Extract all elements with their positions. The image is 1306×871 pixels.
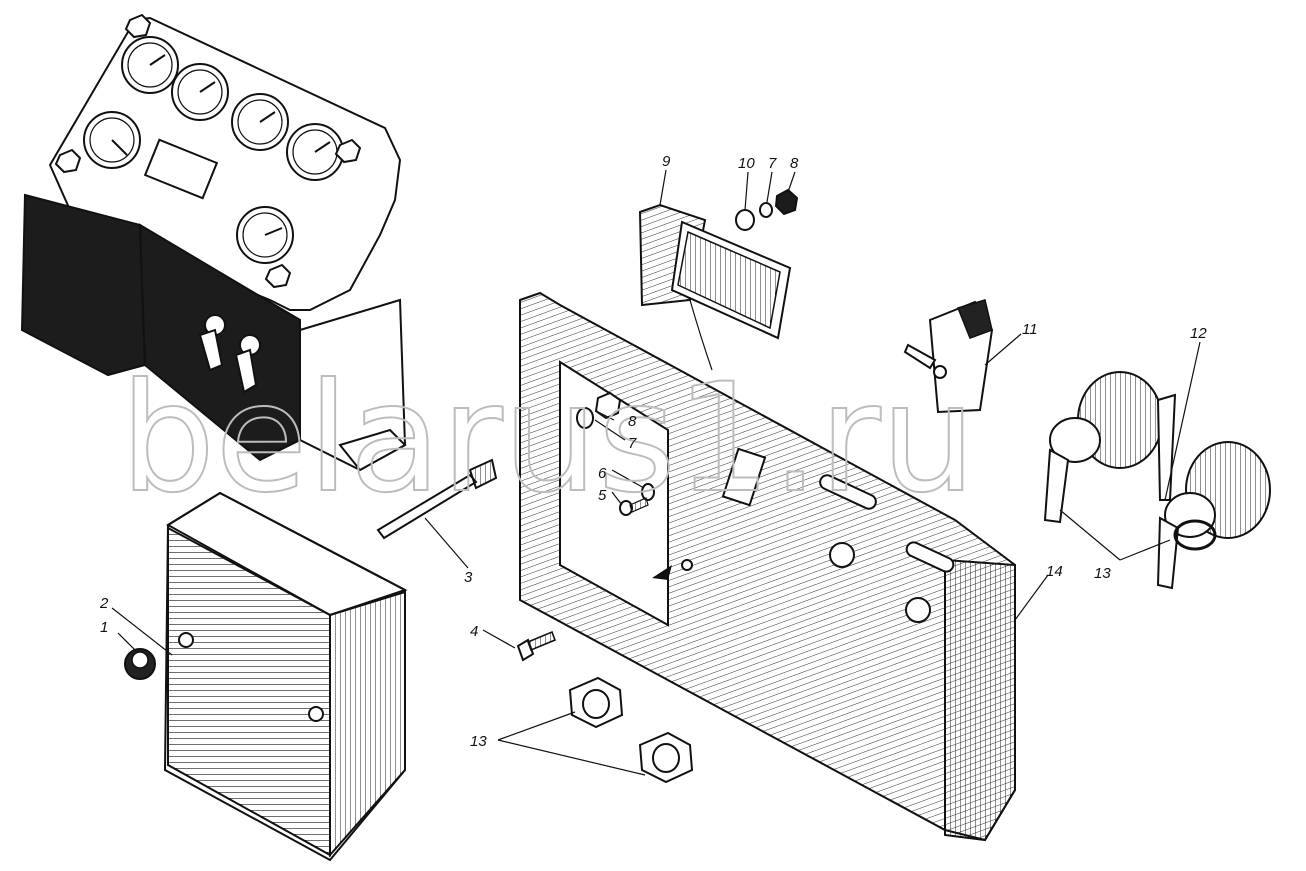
screw xyxy=(619,497,649,516)
ignition-switch xyxy=(1156,441,1271,590)
lock-washer xyxy=(759,202,773,218)
hex-bolt xyxy=(54,148,82,174)
grommet-cap xyxy=(124,648,156,680)
callout-3: 3 xyxy=(464,569,473,586)
callout-5: 5 xyxy=(598,487,607,504)
callout-labels: 1 2 3 4 5 6 7 8 9 10 7 8 11 12 13 13 14 xyxy=(99,153,1207,750)
callout-7-top: 7 xyxy=(768,155,777,172)
ignition-switch xyxy=(1043,371,1177,524)
switch-housing xyxy=(138,223,301,462)
hex-bolt xyxy=(124,13,152,39)
gauge-dial xyxy=(231,93,289,151)
callout-14: 14 xyxy=(1046,563,1063,580)
arrow-icon xyxy=(652,565,672,580)
lock-washer xyxy=(641,483,655,501)
nameplate xyxy=(143,138,219,200)
leader-lines xyxy=(111,169,1201,776)
callout-9: 9 xyxy=(662,153,671,170)
callout-11: 11 xyxy=(1022,321,1038,338)
gauge-dial xyxy=(171,63,229,121)
callout-12: 12 xyxy=(1190,325,1207,342)
hex-nut xyxy=(638,731,694,784)
gauge-dial xyxy=(286,123,344,181)
callout-10: 10 xyxy=(738,155,755,172)
cover-box xyxy=(163,491,408,862)
callout-8: 8 xyxy=(628,413,637,430)
hex-nut xyxy=(568,676,624,729)
small-bolt xyxy=(516,630,557,662)
callout-7: 7 xyxy=(628,435,637,452)
stud-bolt xyxy=(376,458,498,540)
callout-8-top: 8 xyxy=(790,155,799,172)
gauge-dial xyxy=(83,111,141,169)
resistor-block xyxy=(638,203,792,371)
nut xyxy=(774,188,799,216)
nut xyxy=(594,391,622,420)
hex-bolt xyxy=(334,138,362,164)
gauge-dial xyxy=(236,206,294,264)
switch-box xyxy=(20,193,147,377)
callout-13-lower: 13 xyxy=(470,733,487,750)
callout-1: 1 xyxy=(100,619,108,636)
callout-2: 2 xyxy=(99,595,109,612)
toggle-switch-unit xyxy=(903,299,994,414)
instrument-panel-assembly xyxy=(20,13,407,472)
callout-6: 6 xyxy=(598,465,607,482)
hex-bolt xyxy=(264,263,292,289)
callout-4: 4 xyxy=(470,623,478,640)
washer xyxy=(735,209,755,231)
washer xyxy=(576,407,594,429)
gauge-dial xyxy=(121,36,179,94)
callout-13-right: 13 xyxy=(1094,565,1111,582)
watermark-text: belarus1.ru xyxy=(120,352,976,526)
